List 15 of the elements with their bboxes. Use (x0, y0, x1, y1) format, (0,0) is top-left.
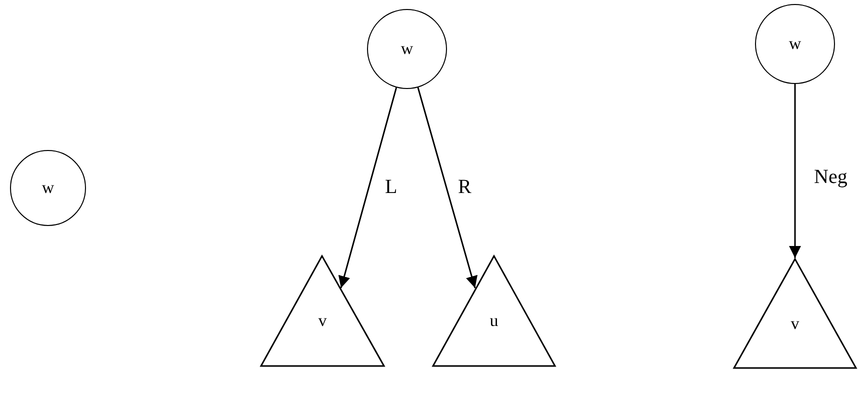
node-label: v (317, 311, 328, 332)
triangle-node (733, 258, 857, 369)
node-label: u (488, 311, 500, 332)
arrow (338, 87, 398, 288)
node-label: w (400, 39, 414, 59)
triangle-node (432, 255, 556, 367)
circle-node (367, 9, 447, 89)
node-label: v (790, 314, 800, 334)
circle-node (10, 150, 86, 226)
triangle-node (260, 255, 385, 367)
arrow (417, 87, 478, 288)
circle-node (755, 4, 835, 84)
node-label: w (40, 178, 56, 198)
arrow (789, 84, 801, 258)
node-label: w (788, 34, 802, 54)
